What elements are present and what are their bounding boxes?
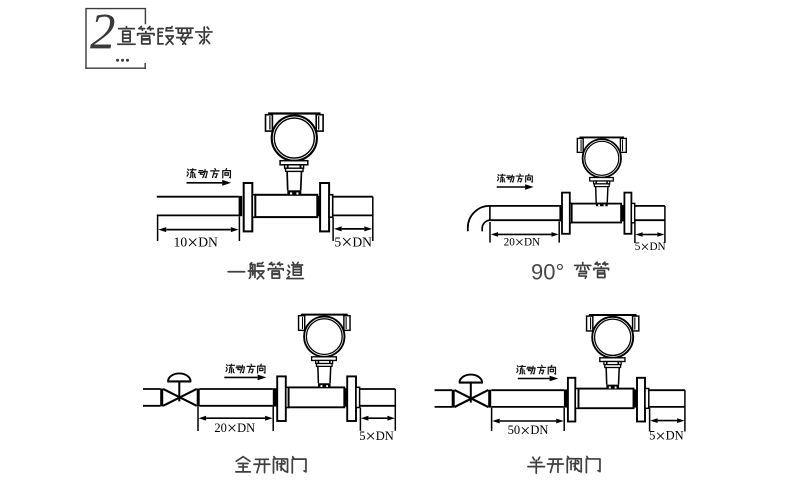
svg-text:2: 2 xyxy=(90,5,116,61)
svg-text:90°: 90° xyxy=(531,259,564,284)
svg-text:5×DN: 5×DN xyxy=(334,232,372,254)
svg-text:5×DN: 5×DN xyxy=(649,426,684,446)
svg-text:20×DN: 20×DN xyxy=(504,233,541,251)
svg-text:50×DN: 50×DN xyxy=(508,420,549,440)
svg-text:20×DN: 20×DN xyxy=(214,418,255,438)
svg-text:5×DN: 5×DN xyxy=(359,426,394,446)
svg-text:10×DN: 10×DN xyxy=(174,232,219,254)
svg-text:5×DN: 5×DN xyxy=(635,238,666,256)
